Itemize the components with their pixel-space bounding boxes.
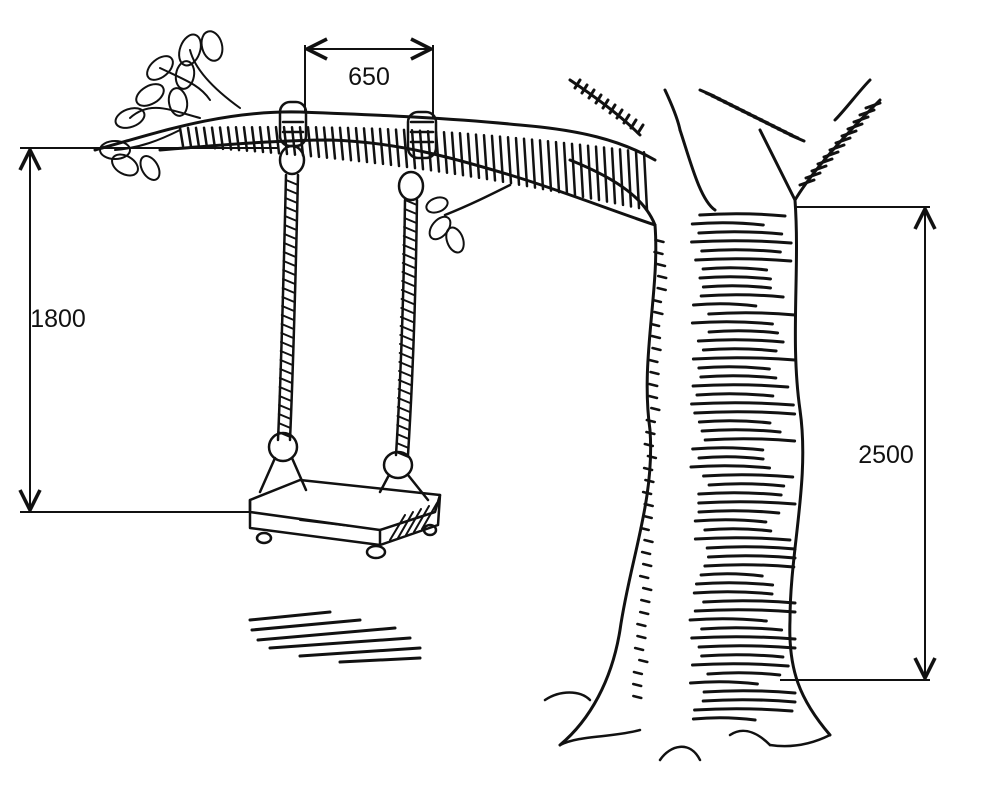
tree-branch: [93, 110, 657, 227]
swing-width-label: 650: [348, 63, 390, 91]
rope-twists: [277, 179, 418, 458]
tree-trunk: [543, 78, 882, 762]
rope-knot-left: [278, 100, 308, 176]
bark-hatching: [573, 78, 882, 722]
dimension-swing-width: 650: [304, 45, 434, 118]
ground-shadow: [248, 610, 422, 664]
swing-seat: [248, 478, 442, 560]
swing: [248, 100, 442, 560]
leaves: [99, 30, 465, 254]
branch-height-label: 2500: [858, 441, 914, 469]
branch-hatching: [178, 125, 649, 212]
dimension-branch-height: 2500: [780, 206, 930, 681]
right-rope: [394, 198, 419, 457]
dimension-swing-height: 1800: [20, 147, 278, 513]
rope-knot-right: [397, 110, 438, 202]
swing-height-label: 1800: [30, 305, 86, 333]
